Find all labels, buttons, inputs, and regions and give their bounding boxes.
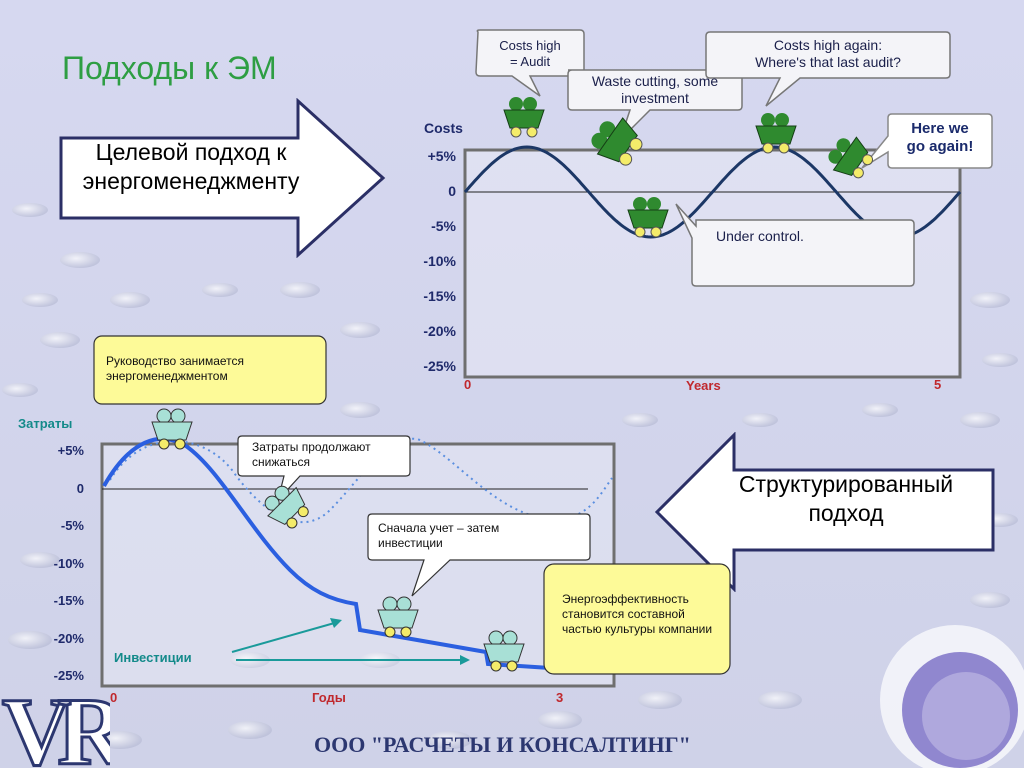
cart-icon	[828, 136, 874, 179]
callout-control-shape	[675, 203, 915, 287]
top-chart-tick-label: -25%	[423, 358, 456, 374]
top-chart-ylabel: Costs	[424, 120, 463, 136]
bottom-chart-x-start: 0	[110, 690, 118, 705]
target-approach-label: Целевой подход к энергоменеджменту	[82, 139, 300, 194]
cart-icon	[755, 113, 797, 154]
company-name: ООО "РАСЧЕТЫ И КОНСАЛТИНГ"	[314, 732, 691, 757]
bottom-chart-tick-label: -25%	[53, 668, 84, 683]
top-chart-tick-label: -10%	[423, 253, 456, 269]
cart-icon	[377, 596, 419, 638]
cart-icon	[627, 197, 669, 238]
cart-icon	[264, 485, 309, 529]
bottom-chart-cost-curve	[102, 436, 551, 670]
callout-waste-text: Waste cutting, some investment	[591, 73, 719, 106]
cart-icon	[503, 97, 545, 138]
bottom-chart-tick-label: 0	[76, 480, 84, 496]
callout-costs-fall-text: Затраты продолжают снижаться	[252, 440, 371, 469]
callout-audit-text: Costs high = Audit	[499, 38, 561, 69]
structured-approach-label: Структурированный подход	[738, 471, 954, 526]
investment-arrow-2-head	[460, 655, 470, 665]
top-chart-tick-label: +5%	[427, 148, 456, 164]
top-chart-tick-label: 0	[448, 183, 456, 199]
callout-again-shape	[705, 31, 951, 107]
callout-here-shape	[861, 113, 993, 169]
top-chart-tick-label: -5%	[431, 218, 456, 234]
investments-label: Инвестиции	[114, 650, 192, 665]
callout-management-text: Руководство занимается энергоменеджменто…	[106, 354, 245, 383]
callout-management-shape	[93, 335, 327, 405]
bottom-chart-xlabel: Годы	[312, 690, 346, 705]
cart-icon	[151, 408, 193, 450]
bottom-chart-ylabel: Затраты	[18, 416, 73, 431]
bottom-chart-tick-label: -20%	[53, 630, 84, 646]
investment-arrow-1	[231, 621, 339, 653]
bottom-chart-tick-label: +5%	[57, 443, 84, 458]
callout-metering-text: Сначала учет – затем инвестиции	[378, 521, 500, 550]
bottom-chart-x-end: 3	[556, 690, 564, 705]
top-chart-xlabel: Years	[686, 378, 721, 393]
callout-culture-text: Энергоэффективность становится составной…	[562, 592, 713, 636]
right-arrow-shape	[59, 98, 386, 258]
top-chart-frame	[463, 148, 962, 379]
left-arrow-shape	[654, 432, 995, 592]
bottom-chart-tick-label: -15%	[53, 593, 84, 608]
callout-metering-shape	[367, 513, 591, 597]
callout-control-text: Under control.	[716, 228, 804, 244]
callout-here-text: Here we go again!	[906, 120, 974, 155]
slide-title: Подходы к ЭМ	[62, 50, 277, 86]
bottom-chart-tick-label: -10%	[53, 555, 84, 571]
top-chart-tick-label: -20%	[423, 323, 456, 339]
callout-culture-shape	[543, 563, 731, 675]
callout-costs-fall-shape	[237, 435, 411, 501]
top-chart-x-start: 0	[464, 377, 472, 392]
top-chart-tick-label: -15%	[423, 288, 456, 304]
svg-text:VR: VR	[2, 684, 110, 768]
cart-icon	[591, 117, 643, 166]
callout-again-text: Costs high again: Where's that last audi…	[755, 37, 901, 70]
top-chart-x-end: 5	[934, 377, 942, 392]
bottom-chart-tick-label: -5%	[60, 518, 84, 533]
cart-icon	[483, 630, 525, 672]
bottom-chart-plot-area	[102, 444, 614, 686]
vr-logo: VR	[1, 684, 111, 768]
investment-arrow-1-head	[330, 618, 342, 628]
